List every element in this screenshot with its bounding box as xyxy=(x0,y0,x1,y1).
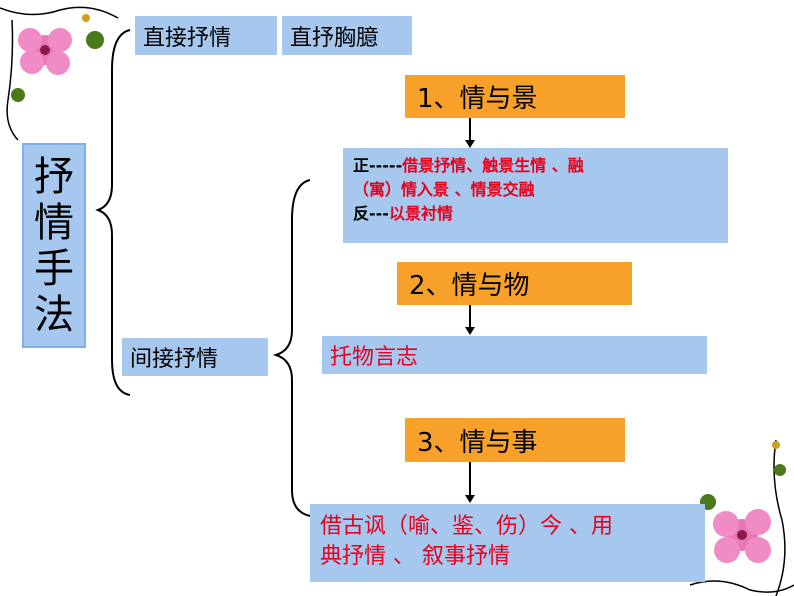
sub-brace xyxy=(272,179,311,517)
positive-value-cont: （寓）情入景 、情景交融 xyxy=(353,180,535,199)
main-title-char: 抒 xyxy=(34,153,74,200)
arrow-1 xyxy=(465,117,475,148)
main-title-char: 情 xyxy=(34,199,74,246)
indirect-lyric-label: 间接抒情 xyxy=(122,338,268,376)
category-event: 3、情与事 xyxy=(405,418,625,462)
object-detail-box: 托物言志 xyxy=(322,336,707,374)
event-detail-line: 典抒情 、 叙事抒情 xyxy=(320,544,510,569)
category-scene: 1、情与景 xyxy=(405,75,625,118)
arrow-2 xyxy=(465,305,475,335)
positive-value: 借景抒情、触景生情 、融 xyxy=(402,156,584,175)
direct-lyric-label: 直接抒情 xyxy=(135,16,277,55)
positive-key: 正----- xyxy=(353,156,403,175)
event-detail-line: 借古讽（喻、鉴、伤）今 、用 xyxy=(320,514,613,539)
negative-key: 反--- xyxy=(353,204,389,223)
main-brace xyxy=(95,29,131,396)
main-title-char: 手 xyxy=(34,245,74,292)
main-title-box: 抒 情 手 法 xyxy=(22,143,86,348)
main-title-char: 法 xyxy=(34,291,74,338)
flower-decoration-top-left xyxy=(0,6,119,141)
category-object: 2、情与物 xyxy=(397,262,632,305)
direct-expression-label: 直抒胸臆 xyxy=(282,16,412,55)
flower-decoration-bottom-right xyxy=(689,439,794,596)
scene-detail-box: 正-----借景抒情、触景生情 、融 （寓）情入景 、情景交融 反---以景衬情 xyxy=(343,148,728,243)
arrow-3 xyxy=(465,462,475,503)
event-detail-box: 借古讽（喻、鉴、伤）今 、用 典抒情 、 叙事抒情 xyxy=(310,504,705,582)
negative-value: 以景衬情 xyxy=(388,204,453,223)
